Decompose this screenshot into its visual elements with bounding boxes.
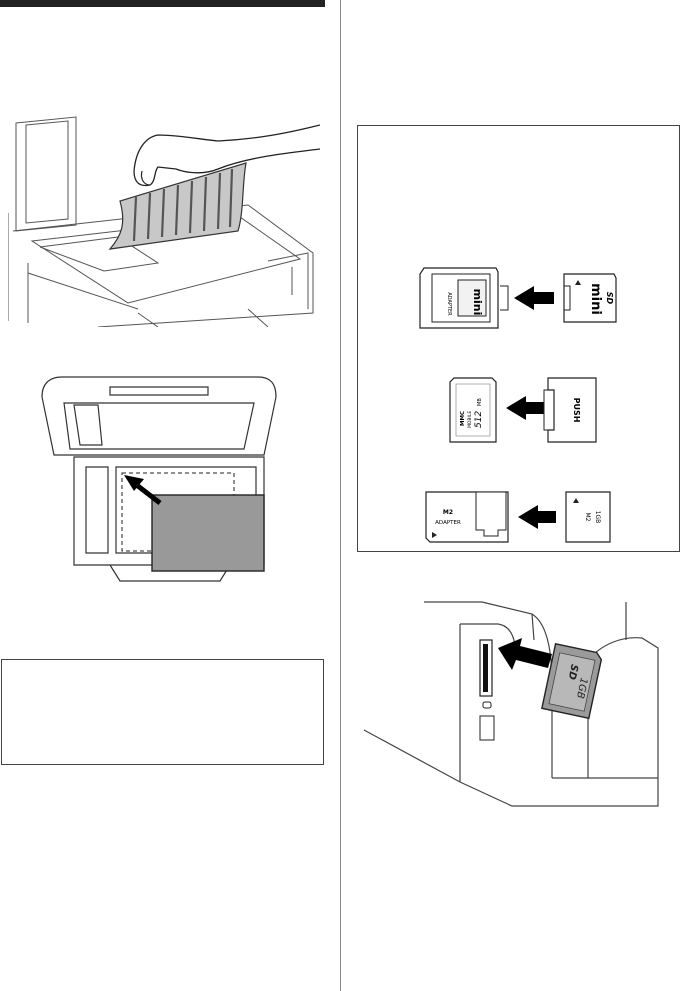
minisd-adapter-illustration: ADAPTER mini mini SD: [418, 266, 628, 334]
note-box: [1, 659, 324, 765]
mmc-card-size: 512: [474, 411, 484, 428]
minisd-card-sd-mark: SD: [605, 292, 614, 305]
mmc-adapter-illustration: MMC MOBILE 512 MB PUSH: [448, 376, 598, 446]
column-divider: [340, 0, 341, 991]
minisd-adapter-label: ADAPTER: [446, 292, 452, 316]
insert-card-illustration: SD 1GB: [362, 600, 668, 812]
mmc-card-mobile: MOBILE: [467, 411, 473, 428]
minisd-card-label: mini: [588, 283, 603, 315]
section-header-bar: [0, 0, 325, 7]
mmc-card-unit: MB: [477, 398, 483, 406]
m2-adapter-label: ADAPTER: [435, 520, 461, 526]
mmc-card-label: MMC: [460, 411, 466, 426]
mmc-adapter-label: PUSH: [572, 398, 581, 423]
minisd-adapter-card-label: mini: [471, 289, 484, 316]
m2-adapter-illustration: M2 ADAPTER M2 1GB: [424, 486, 614, 544]
m2-card-size: 1GB: [594, 511, 601, 524]
m2-adapter-mark: M2: [443, 509, 453, 516]
align-document-illustration: [40, 375, 280, 585]
place-document-illustration: [8, 113, 320, 327]
m2-card-mark: M2: [584, 513, 591, 522]
